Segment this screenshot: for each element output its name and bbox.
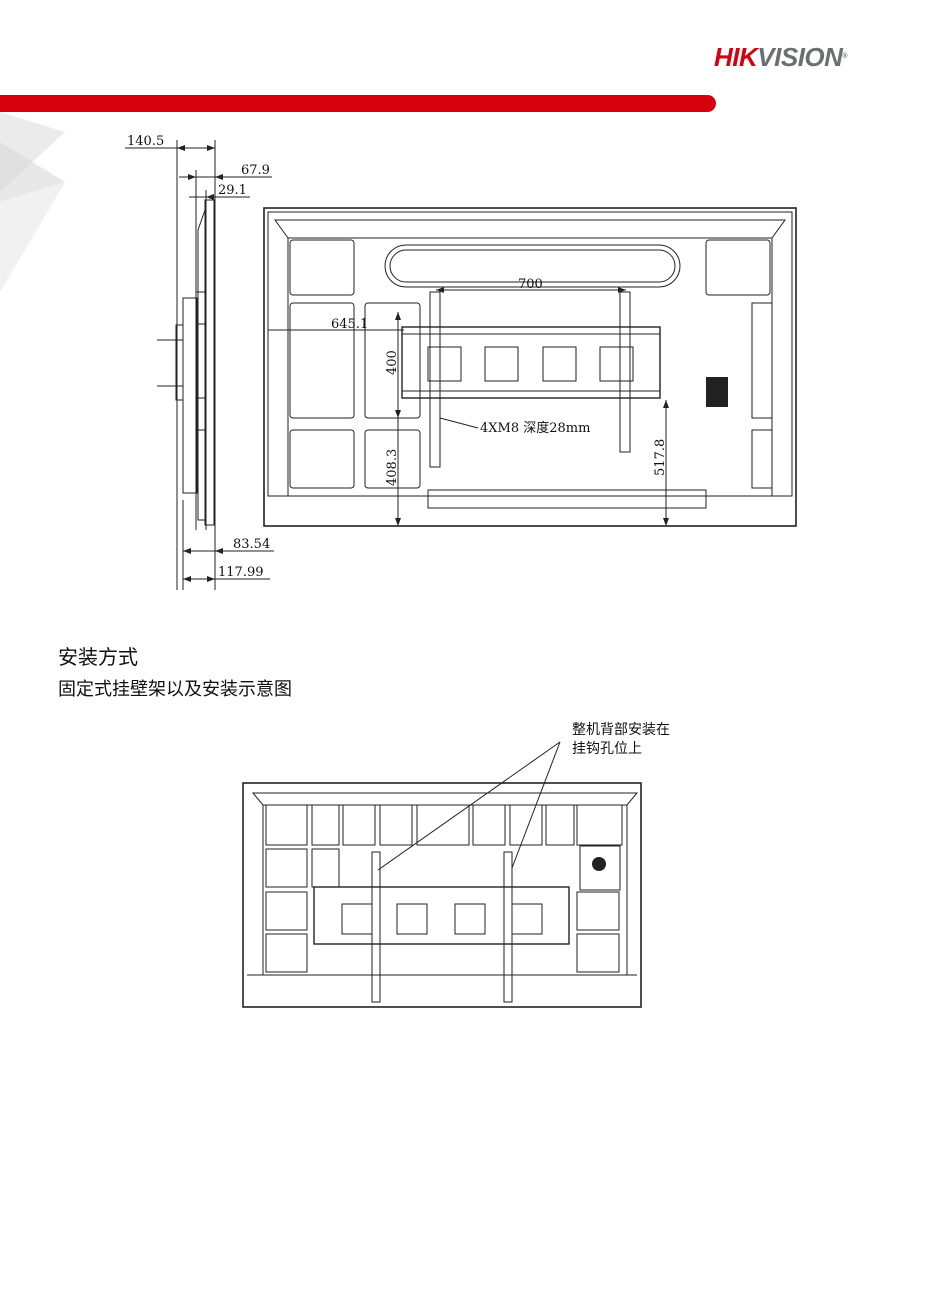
registered-mark: ® <box>842 53 848 60</box>
dimension-drawing: 140.5 67.9 29.1 83.54 117.99 <box>125 134 797 590</box>
callout-line-1: 整机背部安装在 <box>572 722 670 738</box>
decorative-star-watermark <box>0 112 65 292</box>
dim-645-1: 645.1 <box>331 317 368 332</box>
dim-700: 700 <box>518 277 543 292</box>
dim-29-1: 29.1 <box>218 183 247 198</box>
hikvision-logo: HIKVISION® <box>714 42 848 72</box>
dim-67-9: 67.9 <box>241 163 270 178</box>
dim-140-5: 140.5 <box>127 134 164 149</box>
callout-line-2: 挂钩孔位上 <box>572 741 642 757</box>
dim-517-8: 517.8 <box>653 439 668 476</box>
dim-400: 400 <box>385 350 400 375</box>
section-subtitle: 固定式挂壁架以及安装示意图 <box>58 679 292 700</box>
dim-408-3: 408.3 <box>385 449 400 486</box>
screw-spec-label: 4XM8 深度28mm <box>480 420 590 436</box>
logo-red-part: HIK <box>714 42 758 72</box>
logo-gray-part: VISION <box>757 42 843 72</box>
header-red-bar <box>0 95 716 112</box>
section-title: 安装方式 <box>58 645 138 669</box>
dim-83-54: 83.54 <box>233 537 270 552</box>
install-callout: 整机背部安装在 挂钩孔位上 <box>572 721 670 759</box>
dim-117-99: 117.99 <box>218 565 264 580</box>
